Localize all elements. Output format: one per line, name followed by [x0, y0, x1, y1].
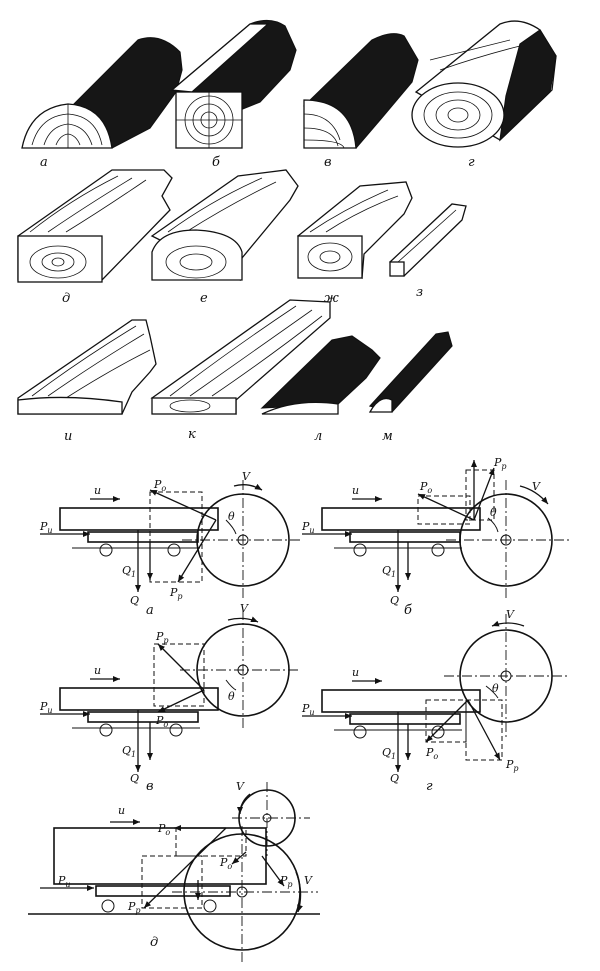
sym-v-u: u [94, 664, 101, 677]
scheme-b: u Pu Po Pp Q1 Q V θ б [301, 456, 570, 618]
scheme-d: u Pu Po Po Pp Pp V V д [28, 780, 320, 962]
sym-a-u: u [94, 484, 101, 497]
sym-b-v: V [532, 480, 541, 493]
piece-v-quarter-log [303, 33, 419, 149]
label-m: м [382, 429, 393, 444]
label-l: л [314, 429, 322, 444]
sym-a-po: Po [153, 478, 166, 493]
scheme-label-v: в [146, 779, 154, 794]
piece-zh-beam [296, 181, 413, 280]
sym-v-pu: Pu [39, 700, 53, 715]
piece-m-strip [368, 331, 453, 413]
sym-v-pp: Pp [155, 630, 169, 645]
sym-g-theta: θ [492, 682, 499, 695]
sym-b-po: Po [419, 480, 432, 495]
sym-v-v: V [240, 602, 249, 615]
sym-b-pu: Pu [301, 520, 315, 535]
label-e: е [200, 291, 208, 306]
piece-l-slab [260, 335, 381, 415]
scheme-label-g: г [426, 779, 433, 794]
sym-b-q1: Q1 [382, 564, 396, 579]
label-k: к [188, 427, 196, 442]
sym-d-po: Po [219, 856, 232, 871]
piece-d-square-beam [17, 169, 173, 283]
sym-b-pp: Pp [493, 456, 507, 471]
piece-k-edged-board [150, 299, 331, 415]
scheme-label-b: б [404, 603, 412, 618]
sym-v-q1: Q1 [122, 744, 136, 759]
sym-b-q: Q [390, 594, 399, 607]
scheme-label-d: д [150, 935, 158, 950]
sym-v-theta: θ [228, 690, 235, 703]
sym-v-po: Po [155, 714, 168, 729]
piece-g-round-log [411, 20, 557, 148]
scheme-g: u Pu Po Pp Q1 Q V θ г [301, 608, 570, 794]
label-g: г [468, 155, 475, 170]
scheme-label-a: а [146, 603, 154, 618]
sym-a-q1: Q1 [122, 564, 136, 579]
sym-g-u: u [352, 666, 359, 679]
sym-b-theta: θ [490, 506, 497, 519]
scheme-a: u Pu Po Pp Q1 Q V θ а [39, 470, 300, 618]
sym-d-pu: Pu [57, 874, 71, 889]
sym-g-pp: Pp [505, 758, 519, 773]
sym-g-q: Q [390, 772, 399, 785]
label-v: в [324, 155, 332, 170]
piece-i-unedged-board [17, 319, 157, 415]
sym-d-pp: Pp [127, 900, 141, 915]
sym-d-pp-right: Pp [279, 874, 293, 889]
label-a: а [40, 155, 48, 170]
piece-e-two-edged [150, 169, 299, 282]
sym-g-q1: Q1 [382, 746, 396, 761]
sym-d-v-top: V [236, 780, 245, 793]
sym-g-v: V [506, 608, 515, 621]
sym-d-u: u [118, 804, 125, 817]
label-i: и [64, 429, 72, 444]
sym-a-pu: Pu [39, 520, 53, 535]
sym-b-u: u [352, 484, 359, 497]
sym-a-v: V [242, 470, 251, 483]
sym-a-pp: Pp [169, 586, 183, 601]
sym-g-pu: Pu [301, 702, 315, 717]
sym-d-po-top: Po [157, 822, 170, 837]
piece-b-beam [170, 19, 297, 149]
label-d: д [62, 291, 70, 306]
label-b: б [212, 155, 220, 170]
label-z: з [416, 285, 423, 300]
piece-a-half-log [21, 37, 183, 149]
sym-g-po: Po [425, 746, 438, 761]
sym-v-q: Q [130, 772, 139, 785]
sym-d-v: V [304, 874, 313, 887]
sym-a-q: Q [130, 594, 139, 607]
scheme-v: u Pu Pp Po Q1 Q V θ в [39, 602, 300, 794]
piece-z-bar [389, 203, 467, 277]
sym-a-theta: θ [228, 510, 235, 523]
